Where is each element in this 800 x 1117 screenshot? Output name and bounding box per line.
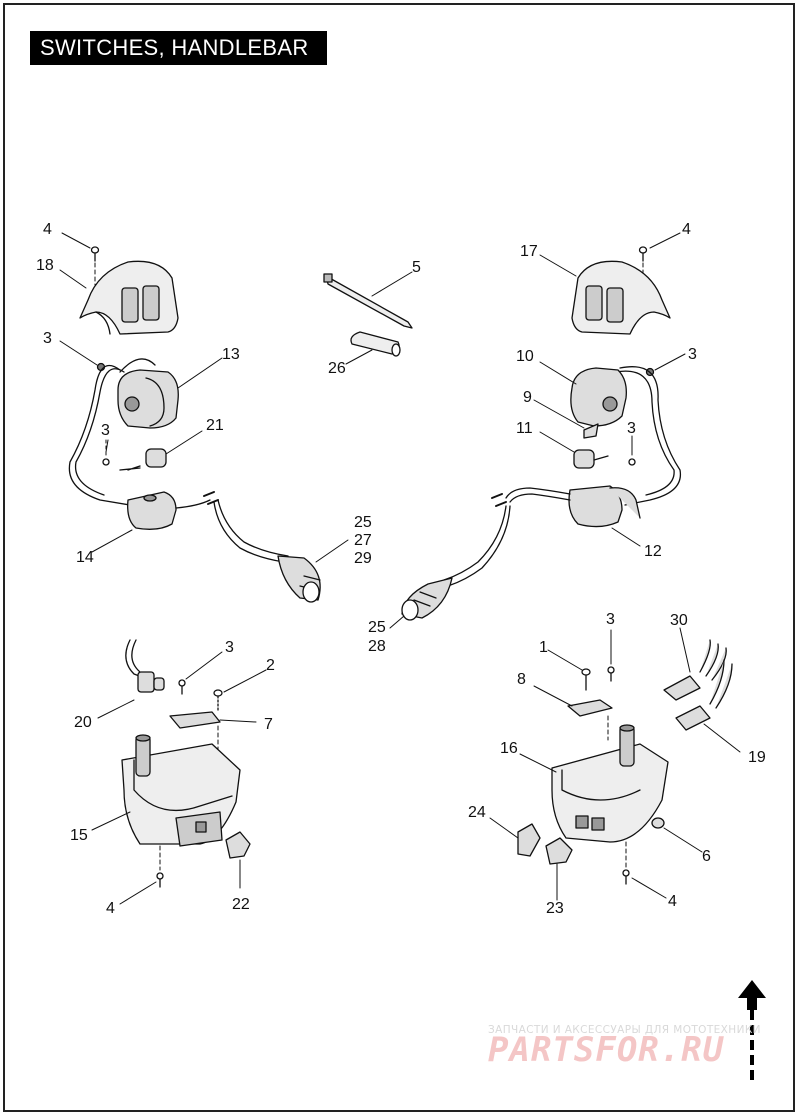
callout-4-lower-left: 4 bbox=[106, 900, 115, 917]
callout-3-lower-right: 3 bbox=[606, 611, 615, 628]
callout-2: 2 bbox=[266, 657, 275, 674]
screw-part-4-right-top bbox=[638, 246, 648, 262]
page-frame bbox=[3, 3, 795, 1112]
callout-29: 29 bbox=[354, 550, 372, 567]
callout-4-left: 4 bbox=[43, 221, 52, 238]
switch-assembly-19 bbox=[675, 659, 733, 731]
connector-part-25-left bbox=[277, 555, 321, 603]
callout-4-lower-right: 4 bbox=[668, 893, 677, 910]
watermark-subtitle: ЗАПЧАСТИ И АКСЕССУАРЫ ДЛЯ МОТОТЕХНИКИ bbox=[488, 1024, 761, 1036]
screw-part-3-right-lower bbox=[628, 458, 636, 466]
plug-part-6 bbox=[651, 817, 665, 829]
screw-part-2 bbox=[213, 689, 223, 713]
switch-assembly-13 bbox=[117, 369, 179, 429]
callout-6: 6 bbox=[702, 848, 711, 865]
callout-19: 19 bbox=[748, 749, 766, 766]
screw-part-4-left-top bbox=[90, 246, 100, 262]
switch-cap-22 bbox=[225, 831, 251, 859]
callout-20: 20 bbox=[74, 714, 92, 731]
callout-3-right: 3 bbox=[688, 346, 697, 363]
callout-3-left: 3 bbox=[43, 330, 52, 347]
callout-3-left-lower: 3 bbox=[101, 422, 110, 439]
switch-cap-24 bbox=[517, 823, 541, 857]
wire-harness-right bbox=[619, 366, 682, 506]
sleeve-part-26 bbox=[350, 331, 401, 357]
wire-assembly-20 bbox=[125, 639, 165, 693]
callout-14: 14 bbox=[76, 549, 94, 566]
switch-housing-cover-18 bbox=[79, 260, 179, 335]
callout-22: 22 bbox=[232, 896, 250, 913]
switch-part-21 bbox=[119, 448, 167, 471]
cable-strap-5 bbox=[323, 273, 413, 329]
switch-housing-16 bbox=[551, 724, 669, 843]
up-arrow-icon bbox=[738, 980, 766, 1082]
switch-cap-23 bbox=[545, 837, 573, 865]
callout-28: 28 bbox=[368, 638, 386, 655]
callout-17: 17 bbox=[520, 243, 538, 260]
switch-assembly-14 bbox=[127, 491, 177, 530]
callout-11: 11 bbox=[516, 420, 533, 437]
callout-3-right-lower: 3 bbox=[627, 420, 636, 437]
callout-13: 13 bbox=[222, 346, 240, 363]
insert-part-9 bbox=[583, 423, 599, 439]
callout-1: 1 bbox=[539, 639, 548, 656]
screw-part-3-left-lower bbox=[102, 458, 110, 466]
switch-assembly-10 bbox=[570, 367, 627, 427]
callout-9: 9 bbox=[523, 389, 532, 406]
callout-3-lower-left: 3 bbox=[225, 639, 234, 656]
screw-part-3-lower-right bbox=[607, 666, 615, 682]
callout-27: 27 bbox=[354, 532, 372, 549]
switch-housing-15 bbox=[121, 734, 241, 847]
connector-part-25-right bbox=[401, 577, 453, 621]
callout-12: 12 bbox=[644, 543, 662, 560]
screw-part-3-lower-left bbox=[178, 679, 186, 695]
screw-part-4-lower-right bbox=[622, 869, 630, 885]
callout-15: 15 bbox=[70, 827, 88, 844]
callout-24: 24 bbox=[468, 804, 486, 821]
page-title: SWITCHES, HANDLEBAR bbox=[30, 31, 327, 65]
callout-23: 23 bbox=[546, 900, 564, 917]
leader-lines bbox=[59, 232, 741, 905]
callout-30: 30 bbox=[670, 612, 688, 629]
wire-harness-left bbox=[68, 364, 131, 506]
switch-part-11 bbox=[573, 449, 609, 469]
screw-part-1 bbox=[581, 668, 591, 691]
callout-26: 26 bbox=[328, 360, 346, 377]
plate-part-8 bbox=[567, 699, 613, 717]
callout-4-right: 4 bbox=[682, 221, 691, 238]
callout-16: 16 bbox=[500, 740, 518, 757]
callout-5: 5 bbox=[412, 259, 421, 276]
callout-25-right: 25 bbox=[368, 619, 386, 636]
switch-assembly-12 bbox=[568, 485, 641, 528]
screw-part-4-lower-left bbox=[156, 872, 164, 888]
callout-10: 10 bbox=[516, 348, 534, 365]
switch-housing-cover-17 bbox=[571, 260, 671, 335]
callout-25-left: 25 bbox=[354, 514, 372, 531]
callout-18: 18 bbox=[36, 257, 54, 274]
callout-7: 7 bbox=[264, 716, 273, 733]
callout-21: 21 bbox=[206, 417, 224, 434]
callout-8: 8 bbox=[517, 671, 526, 688]
watermark-logo: PARTSFOR.RU bbox=[488, 1030, 725, 1070]
plate-part-7 bbox=[169, 711, 221, 729]
